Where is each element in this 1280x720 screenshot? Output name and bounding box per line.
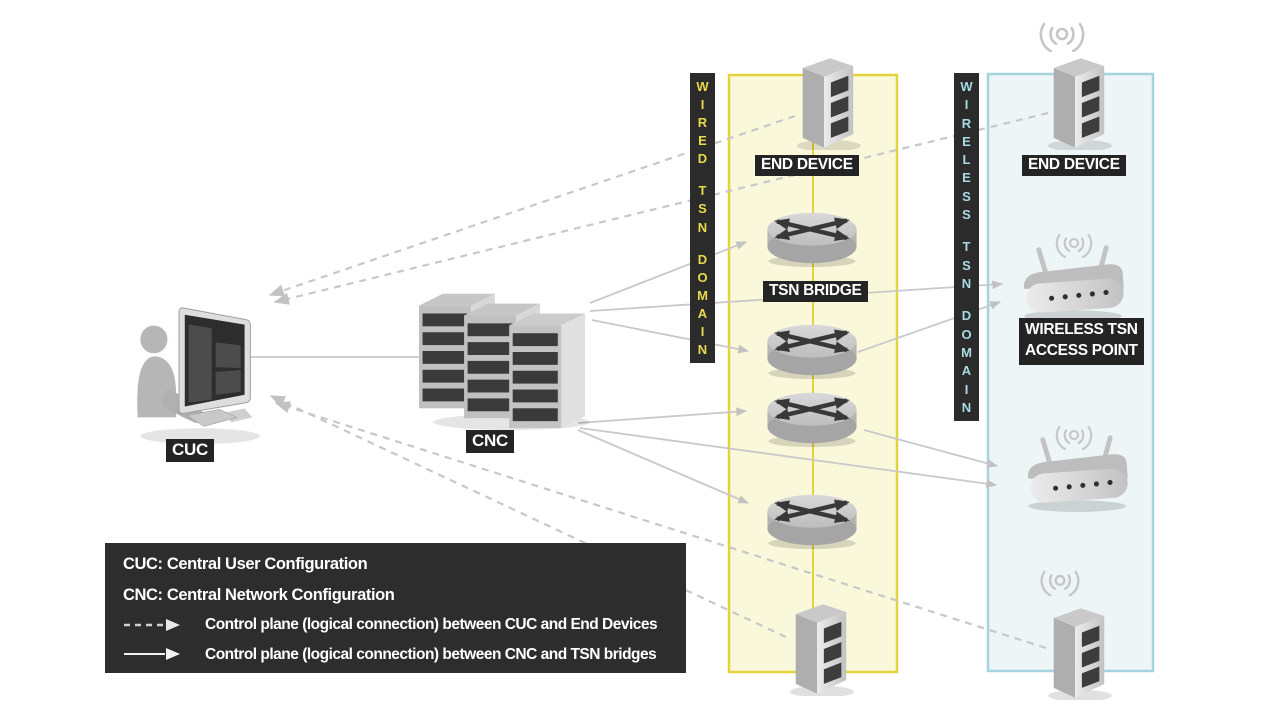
link-cnc-bridge-3 (577, 407, 748, 424)
wireless-end-device-label: END DEVICE (1022, 155, 1126, 177)
legend-dashed-text: Control plane (logical connection) betwe… (205, 616, 658, 633)
cuc-user-workstation (135, 306, 260, 446)
wired-end-device-bottom (789, 604, 854, 696)
link-cuc-wired-end-device-bottom (269, 395, 787, 638)
cnc-label: CNC (466, 430, 514, 453)
link-cnc-bridge-1 (589, 241, 748, 304)
tsn-bridge-3 (767, 393, 856, 447)
legend-dashed-row: Control plane (logical connection) betwe… (123, 617, 674, 633)
legend-cnc-definition: CNC: Central Network Configuration (123, 585, 395, 604)
legend-box: CUC: Central User Configuration CNC: Cen… (105, 543, 686, 673)
wireless-access-point-label: WIRELESS TSN ACCESS POINT (1019, 318, 1144, 365)
link-cuc-wireless-end-device-bottom (274, 401, 1047, 650)
cuc-label: CUC (166, 439, 214, 462)
link-cuc-wireless-end-device-top (273, 111, 1049, 305)
legend-solid-row: Control plane (logical connection) betwe… (123, 645, 674, 663)
legend-cuc-definition: CUC: Central User Configuration (123, 555, 368, 573)
wireless-end-device-bottom (1047, 608, 1112, 700)
link-cuc-wired-end-device-top (268, 114, 796, 297)
wireless-access-point-label-line1: WIRELESS TSN (1025, 321, 1138, 338)
link-bridge-3-access-point-2 (863, 429, 999, 468)
cnc-bridge-links (247, 241, 1004, 504)
tsn-bridge-2 (767, 325, 856, 379)
solid-arrow-sample (123, 647, 181, 661)
legend-solid-text: Control plane (logical connection) betwe… (205, 645, 657, 663)
link-cnc-access-point-2 (579, 427, 998, 488)
wifi-signal-icon (1036, 22, 1088, 52)
dashed-arrow-sample (123, 618, 181, 632)
tsn-bridge-1 (767, 213, 856, 267)
wired-end-device-label: END DEVICE (755, 155, 859, 177)
tsn-bridge-4 (767, 495, 856, 549)
wireless-access-point-label-line2: ACCESS POINT (1025, 341, 1138, 359)
link-cnc-bridge-2 (591, 319, 750, 354)
cnc-server-stack (419, 293, 590, 431)
link-cnc-bridge-4 (577, 429, 749, 504)
tsn-bridge-label: TSN BRIDGE (763, 281, 868, 303)
